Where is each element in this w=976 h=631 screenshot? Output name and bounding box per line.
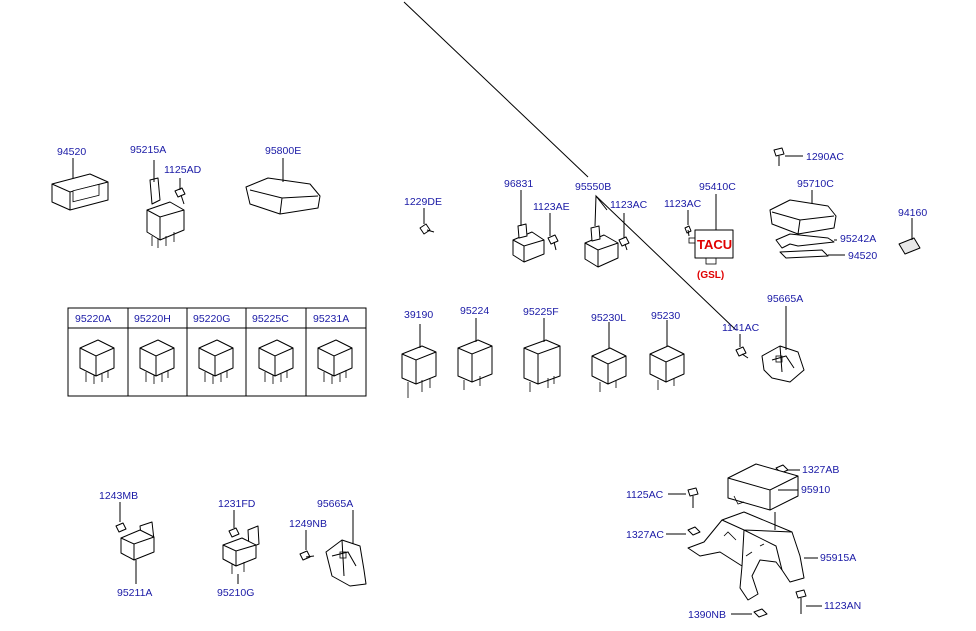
label-95230L: 95230L (591, 312, 626, 324)
relay-table (67, 307, 367, 397)
part-1123AC-screw-a (618, 213, 630, 251)
label-1125AC: 1125AC (626, 489, 664, 501)
label-1390NB: 1390NB (688, 609, 726, 621)
part-95215A-relay (146, 160, 185, 248)
part-1123AE-screw (547, 213, 559, 251)
relay-cube-95220G (198, 339, 234, 384)
part-1125AC-bolt (668, 487, 699, 508)
label-95210G: 95210G (217, 587, 254, 599)
label-1141AC: 1141AC (722, 322, 760, 334)
part-1141AC-screw (735, 334, 749, 359)
part-95910-module (727, 463, 799, 511)
part-95665A-bracket-b (325, 510, 367, 587)
label-1123AN: 1123AN (824, 600, 861, 612)
tacu-variant: (GSL) (697, 270, 724, 281)
label-1123AC-b: 1123AC (664, 198, 702, 210)
part-95665A-bracket-a (761, 306, 805, 383)
relay-cube-95220H (139, 339, 175, 384)
label-1123AE: 1123AE (533, 201, 570, 213)
part-1390NB-nut (731, 608, 768, 618)
label-1290AC: 1290AC (806, 151, 844, 163)
relay-95224 (457, 318, 493, 390)
label-95230: 95230 (651, 310, 680, 322)
relay-95225F (523, 318, 561, 392)
leader-top (403, 1, 589, 178)
label-1327AC: 1327AC (626, 529, 664, 541)
label-1231FD: 1231FD (218, 498, 256, 510)
part-96831-relay (512, 190, 545, 263)
label-1125AD: 1125AD (164, 164, 202, 176)
label-95220H: 95220H (134, 313, 171, 325)
relay-cube-95225C (258, 339, 294, 384)
label-95800E: 95800E (265, 145, 301, 157)
label-95220A: 95220A (75, 313, 111, 325)
relay-95230 (649, 320, 685, 390)
label-96831: 96831 (504, 178, 533, 190)
part-1231FD-screw (228, 510, 240, 538)
part-95211A-relay (120, 521, 155, 584)
part-1290AC-bolt (773, 147, 803, 166)
relay-cube-95231A (317, 339, 353, 384)
label-95225C: 95225C (252, 313, 289, 325)
part-1327AC-nut (666, 526, 701, 536)
label-95710C: 95710C (797, 178, 834, 190)
relay-39190 (401, 324, 437, 398)
label-95215A: 95215A (130, 144, 166, 156)
part-95915A-bracket (687, 511, 818, 601)
label-95211A: 95211A (117, 587, 152, 599)
label-39190: 39190 (404, 309, 433, 321)
relay-95230L (591, 322, 627, 392)
part-1249NB-screw (299, 530, 315, 561)
label-95665A-b: 95665A (317, 498, 353, 510)
relay-cube-95220A (79, 339, 115, 384)
label-95410C: 95410C (699, 181, 736, 193)
label-95224: 95224 (460, 305, 489, 317)
label-95910: 95910 (801, 484, 830, 496)
label-1249NB: 1249NB (289, 518, 327, 530)
part-95550B-relay (584, 194, 737, 331)
part-94160-pad (898, 218, 921, 255)
part-95242A-bracket (775, 233, 837, 249)
part-95800E-module (245, 158, 321, 215)
tacu-name: TACU (697, 237, 732, 252)
label-95220G: 95220G (193, 313, 230, 325)
label-95550B: 95550B (575, 181, 611, 193)
label-94520-b: 94520 (848, 250, 877, 262)
part-95410C-tacu (688, 194, 734, 265)
label-95225F: 95225F (523, 306, 559, 318)
label-1327AB: 1327AB (802, 464, 839, 476)
part-1123AC-screw-b (684, 210, 692, 237)
label-95915A: 95915A (820, 552, 856, 564)
label-1229DE: 1229DE (404, 196, 442, 208)
label-95231A: 95231A (313, 313, 349, 325)
label-94160: 94160 (898, 207, 927, 219)
label-95665A-a: 95665A (767, 293, 803, 305)
part-1123AN-bolt (795, 589, 822, 614)
part-1243MB-screw (115, 502, 127, 533)
part-1229DE-screw (419, 208, 435, 235)
part-94520-display (51, 158, 109, 211)
part-95210G-relay (222, 525, 260, 584)
label-1243MB: 1243MB (99, 490, 138, 502)
part-1125AD-screw (174, 178, 186, 205)
label-95242A: 95242A (840, 233, 876, 245)
label-1123AC-a: 1123AC (610, 199, 648, 211)
label-94520-a: 94520 (57, 146, 86, 158)
part-94520-pad (779, 249, 845, 259)
part-95710C-module (769, 190, 837, 235)
